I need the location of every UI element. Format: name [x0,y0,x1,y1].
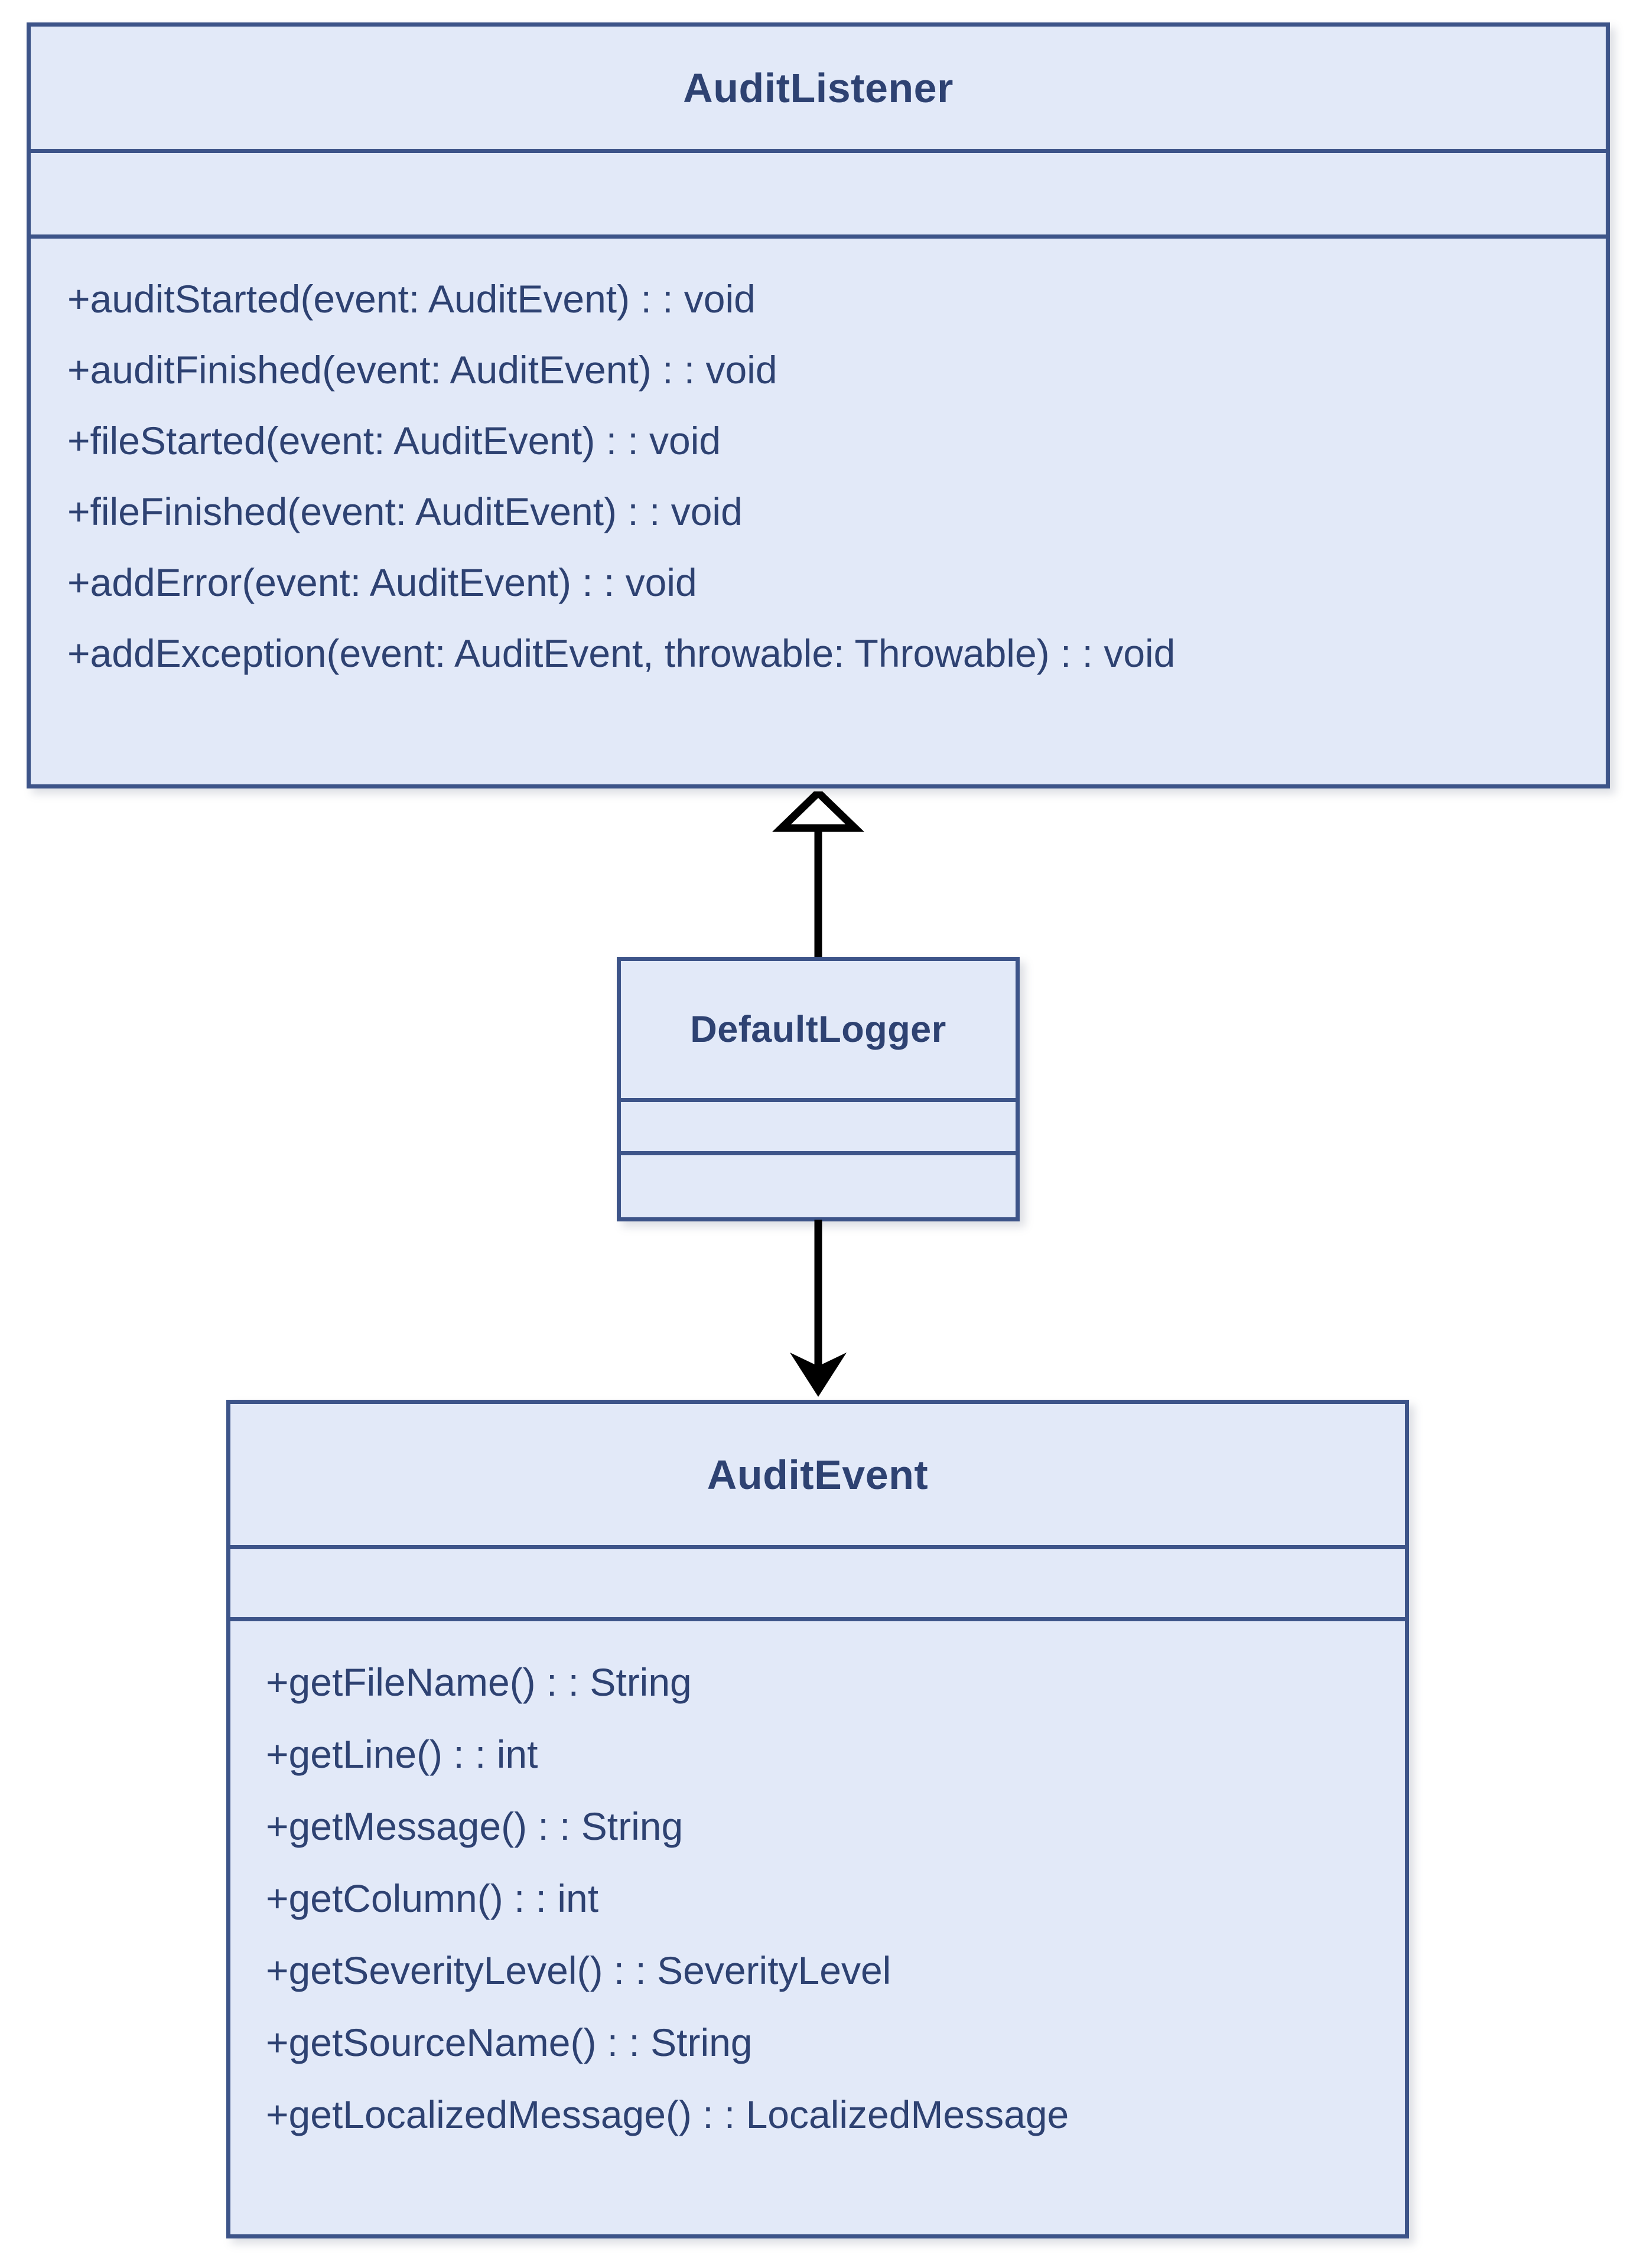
class-methods-compartment-audit-listener: +auditStarted(event: AuditEvent) : : voi… [31,239,1606,780]
class-method-item: +fileFinished(event: AuditEvent) : : voi… [67,490,743,533]
class-method-item: +fileStarted(event: AuditEvent) : : void [67,419,721,462]
solid-arrowhead-icon [790,1353,847,1397]
class-method-item: +addException(event: AuditEvent, throwab… [67,631,1176,675]
class-method-item: +addError(event: AuditEvent) : : void [67,561,697,604]
class-method-item: +auditStarted(event: AuditEvent) : : voi… [67,277,756,321]
class-box-default-logger[interactable]: DefaultLogger [617,957,1020,1221]
class-method-item: +getSeverityLevel() : : SeverityLevel [266,1948,891,1992]
class-methods-compartment-audit-event: +getFileName() : : String +getLine() : :… [230,1621,1405,2234]
class-box-audit-event[interactable]: AuditEvent +getFileName() : : String +ge… [226,1400,1409,2238]
class-method-item: +getMessage() : : String [266,1804,684,1848]
class-title-default-logger: DefaultLogger [621,961,1016,1102]
generalization-connector-default-logger-to-audit-listener [772,791,865,963]
class-title-audit-listener: AuditListener [31,27,1606,153]
class-method-item: +getLocalizedMessage() : : LocalizedMess… [266,2093,1069,2136]
class-method-item: +auditFinished(event: AuditEvent) : : vo… [67,348,777,392]
class-title-audit-event: AuditEvent [230,1404,1405,1549]
class-box-audit-listener[interactable]: AuditListener +auditStarted(event: Audit… [27,22,1610,788]
class-attributes-compartment-audit-event [230,1549,1405,1621]
class-method-item: +getSourceName() : : String [266,2021,753,2064]
class-attributes-compartment-audit-listener [31,153,1606,239]
hollow-triangle-arrowhead-icon [772,791,865,832]
dependency-connector-default-logger-to-audit-event [790,1220,847,1397]
class-method-item: +getFileName() : : String [266,1660,692,1704]
class-method-item: +getLine() : : int [266,1732,538,1776]
class-attributes-compartment-default-logger [621,1102,1016,1155]
class-method-item: +getColumn() : : int [266,1876,599,1920]
class-methods-compartment-default-logger [621,1155,1016,1213]
